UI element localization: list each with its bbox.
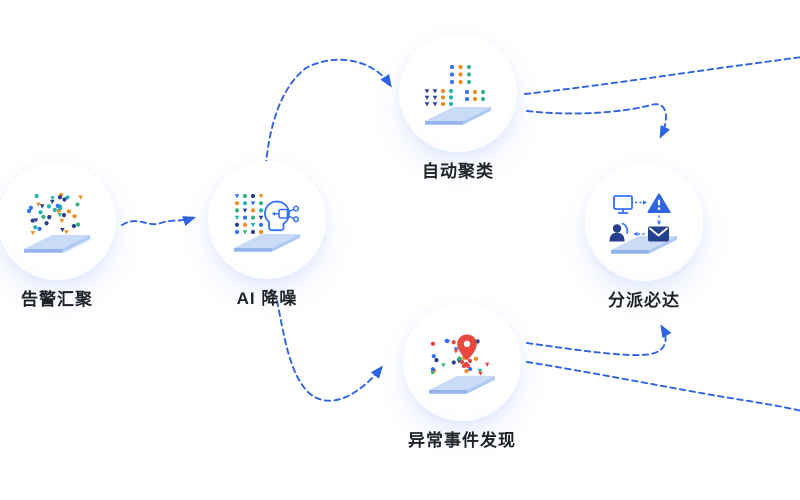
auto-clustering-circle: [399, 34, 517, 152]
node-label-auto-clustering: 自动聚类: [422, 162, 494, 181]
scatter-dots-platform-icon: [24, 192, 94, 253]
node-auto-clustering: 自动聚类: [388, 34, 528, 182]
monitor-alert-mail-person-platform-icon: [609, 193, 677, 254]
dispatch-delivery-circle: [585, 163, 703, 281]
anomaly-detection-circle: [403, 303, 521, 421]
ai-noise-reduction-circle: [208, 161, 326, 279]
node-dispatch-delivery: 分派必达: [574, 163, 714, 311]
line-clustering-to-right: [524, 56, 800, 95]
arrow-anomaly-to-dispatch: [526, 324, 672, 357]
clustered-dots-platform-icon: [424, 64, 491, 125]
node-anomaly-detection: 异常事件发现: [377, 303, 547, 451]
node-label-alert-aggregation: 告警汇聚: [21, 290, 93, 309]
node-ai-noise-reduction: AI 降噪: [197, 161, 337, 309]
node-alert-aggregation: 告警汇聚: [0, 162, 127, 310]
arrow-ai-to-anomaly: [276, 300, 384, 402]
scatter-dots-map-pin-platform-icon: [429, 334, 495, 394]
node-label-anomaly-detection: 异常事件发现: [408, 431, 516, 450]
node-label-ai-noise-reduction: AI 降噪: [236, 289, 298, 308]
arrow-ai-to-clustering: [264, 58, 392, 177]
arrow-clustering-to-dispatch: [526, 103, 671, 139]
arrow-alerts-to-ai: [121, 216, 197, 227]
alert-aggregation-circle: [0, 162, 116, 280]
dot-grid-ai-head-platform-icon: [234, 193, 300, 252]
node-label-dispatch-delivery: 分派必达: [608, 291, 680, 310]
line-anomaly-to-right: [526, 361, 800, 412]
